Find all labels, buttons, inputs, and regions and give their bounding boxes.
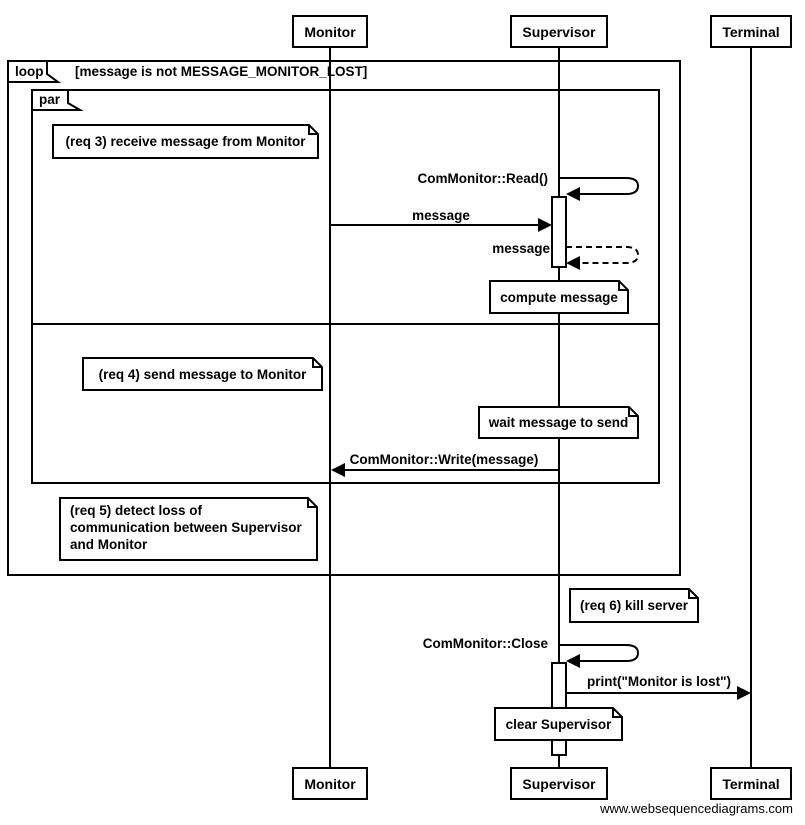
participant-monitor-top: Monitor bbox=[292, 15, 368, 48]
loop-guard-label: [message is not MESSAGE_MONITOR_LOST] bbox=[75, 64, 368, 79]
note-wait: wait message to send bbox=[488, 415, 629, 430]
note-clear-shape bbox=[494, 707, 623, 741]
note-req5-shape bbox=[59, 497, 318, 561]
note-req6-fold-icon bbox=[688, 589, 698, 599]
loop-frame-tab bbox=[7, 60, 62, 83]
participant-terminal-top: Terminal bbox=[710, 15, 792, 48]
message-return-label: message bbox=[492, 241, 550, 256]
note-wait-shape bbox=[478, 406, 639, 439]
print-message-label: print("Monitor is lost") bbox=[586, 674, 732, 689]
note-req4: (req 4) send message to Monitor bbox=[98, 366, 307, 382]
note-req3: (req 3) receive message from Monitor bbox=[65, 134, 306, 149]
supervisor-activation-read bbox=[551, 196, 567, 268]
note-req6-shape bbox=[569, 588, 699, 623]
note-clear: clear Supervisor bbox=[505, 716, 612, 732]
note-compute-fold-icon bbox=[618, 281, 628, 291]
write-arrowhead bbox=[331, 463, 345, 477]
note-req4-shape bbox=[82, 357, 323, 391]
participant-terminal-bottom: Terminal bbox=[710, 767, 792, 800]
watermark: www.websequencediagrams.com bbox=[600, 801, 793, 816]
note-shapes bbox=[52, 124, 699, 741]
note-clear-fold-icon bbox=[612, 708, 622, 718]
note-req5: (req 5) detect loss of communication bet… bbox=[70, 503, 302, 552]
par-frame-tab bbox=[31, 89, 84, 111]
message-return-arrow bbox=[566, 246, 640, 264]
close-self-call-arrow bbox=[559, 644, 640, 662]
note-compute: compute message bbox=[500, 289, 618, 305]
participant-monitor-bottom: Monitor bbox=[292, 767, 368, 800]
note-wait-fold-icon bbox=[628, 407, 638, 417]
note-req3-shape bbox=[52, 124, 319, 159]
close-self-call-arrowhead bbox=[566, 654, 580, 668]
participant-supervisor-top: Supervisor bbox=[510, 15, 608, 48]
note-req4-fold-icon bbox=[312, 358, 322, 368]
message-label: message bbox=[412, 208, 470, 223]
loop-frame bbox=[7, 60, 681, 576]
note-req3-fold-icon bbox=[308, 125, 318, 135]
read-self-call-arrow bbox=[559, 177, 640, 195]
note-req6: (req 6) kill server bbox=[579, 598, 689, 613]
par-frame bbox=[31, 89, 660, 484]
note-compute-shape bbox=[489, 280, 629, 314]
par-frame-label: par bbox=[39, 92, 61, 107]
message-arrowhead bbox=[538, 218, 552, 232]
read-self-call-arrowhead bbox=[566, 187, 580, 201]
close-message-label: ComMonitor::Close bbox=[422, 636, 548, 651]
write-message-label: ComMonitor::Write(message) bbox=[349, 452, 539, 467]
participant-supervisor-bottom: Supervisor bbox=[510, 767, 608, 800]
print-arrowhead bbox=[737, 686, 751, 700]
note-req5-fold-icon bbox=[307, 498, 317, 508]
read-message-label: ComMonitor::Read() bbox=[417, 171, 548, 186]
loop-frame-label: loop bbox=[15, 64, 44, 79]
message-return-arrowhead bbox=[566, 256, 580, 270]
